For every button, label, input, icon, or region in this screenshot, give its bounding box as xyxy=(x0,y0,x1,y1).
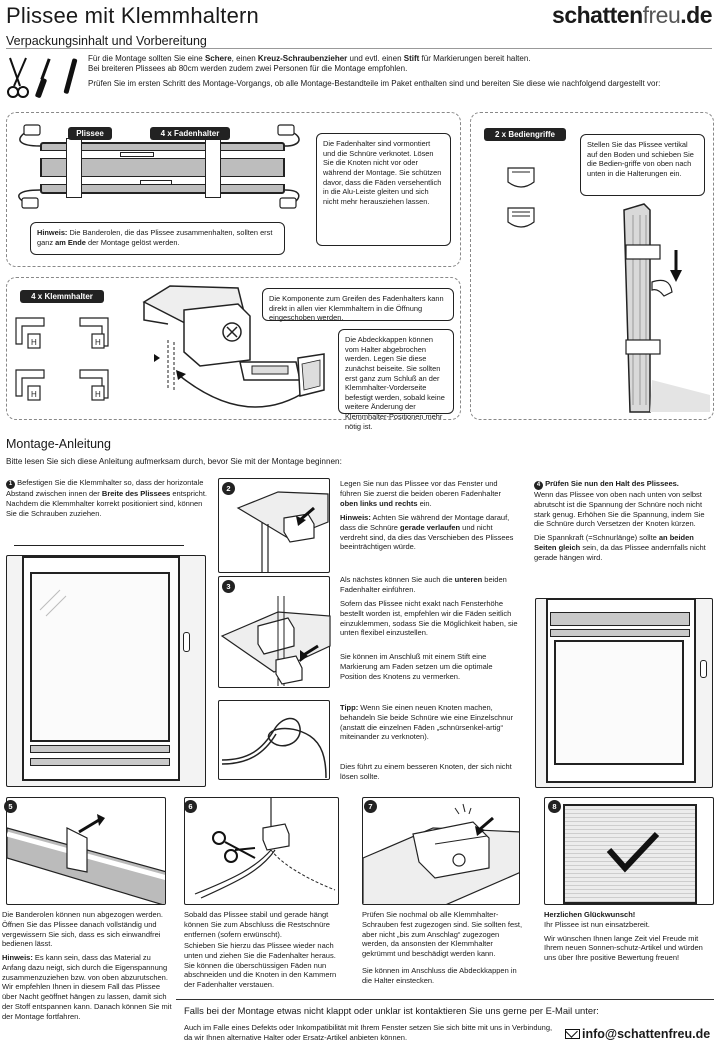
checkmark-icon xyxy=(606,831,660,873)
step-6-image xyxy=(184,797,339,905)
montage-heading: Montage-Anleitung xyxy=(6,437,111,451)
step-5-image xyxy=(6,797,166,905)
window-handle-icon xyxy=(700,660,707,678)
tools-icon xyxy=(7,57,78,98)
step-7-text-2: Sie können im Anschluss die Abdeckkappen… xyxy=(362,966,517,985)
parts-panel-plissee xyxy=(6,112,461,267)
mail-icon xyxy=(565,1025,580,1039)
label-plissee: Plissee xyxy=(68,127,112,140)
klemmhalter-icons: H H H H xyxy=(15,317,109,401)
bediengriff-icon xyxy=(507,167,535,228)
step-5-hint: Hinweis: Es kann sein, dass das Material… xyxy=(2,953,172,1021)
prep-heading: Verpackungsinhalt und Vorbereitung xyxy=(6,34,207,48)
label-klemmhalter: 4 x Klemmhalter xyxy=(20,290,104,303)
plissee-vertical-illustration xyxy=(623,203,710,413)
scissors-icon xyxy=(212,831,256,863)
page-title: Plissee mit Klemmhaltern xyxy=(6,3,259,28)
parts-panel-klemmhalter xyxy=(6,277,461,420)
step-5-illustration xyxy=(7,814,165,904)
prep-text: Für die Montage sollten Sie eine Schere,… xyxy=(88,54,661,88)
step-1-text: 1 Befestigen Sie die Klemmhalter so, das… xyxy=(6,478,207,518)
step-6-text-2: Schieben Sie hierzu das Plissee wieder n… xyxy=(184,941,337,989)
step-3-text-3: Sie können im Anschluß mit einem Stift e… xyxy=(340,652,493,681)
step-8-image xyxy=(544,797,714,905)
footer-text: Auch im Falle eines Defekts oder Inkompa… xyxy=(184,1023,553,1042)
window-handle-icon xyxy=(183,632,190,652)
klemm-note-2: Die Abdeckkappen können vom Halter abgeb… xyxy=(338,329,454,431)
step-3-text-2: Sofern das Plissee nicht exakt nach Fens… xyxy=(340,599,518,638)
contact-email-link[interactable]: info@schattenfreu.de xyxy=(565,1025,710,1043)
step-7-image xyxy=(362,797,520,905)
step-3-illustration xyxy=(220,596,331,686)
montage-intro: Bitte lesen Sie sich diese Anleitung auf… xyxy=(6,457,342,466)
label-bediengriffe: 2 x Bediengriffe xyxy=(484,128,566,141)
step-2-text: Legen Sie nun das Plissee vor das Fenste… xyxy=(340,479,501,508)
footer-headline: Falls bei der Montage etwas nicht klappt… xyxy=(184,1005,599,1016)
svg-text:H: H xyxy=(31,338,37,347)
banderole-hint: Hinweis: Die Banderolen, die das Plissee… xyxy=(30,222,285,255)
brand-logo: schattenfreu.de xyxy=(552,2,712,28)
footer-divider xyxy=(176,999,714,1000)
svg-text:H: H xyxy=(95,390,101,399)
step-2-hint: Hinweis: Achten Sie während der Montage … xyxy=(340,513,514,552)
step-7-illustration xyxy=(363,803,519,904)
step-8-text: Herzlichen Glückwunsch!Ihr Plissee ist n… xyxy=(544,910,703,962)
step-3-text-1: Als nächstes können Sie auch die unteren… xyxy=(340,575,507,594)
step-7-text-1: Prüfen Sie nochmal ob alle Klemmhalter-S… xyxy=(362,910,523,958)
knot-illustration xyxy=(221,717,327,779)
parts-panel-bediengriffe xyxy=(470,112,714,420)
step-5-text: Die Banderolen können nun abgezogen werd… xyxy=(2,910,163,949)
abdeckkappe-icon xyxy=(297,353,325,397)
step-6-text-1: Sobald das Plissee stabil und gerade hän… xyxy=(184,910,330,939)
tip-text-2: Dies führt zu einem besseren Knoten, der… xyxy=(340,762,512,781)
glass-reflection-icon xyxy=(39,589,67,617)
step-4-text: 4 Prüfen Sie nun den Halt des Plissees.W… xyxy=(534,479,706,562)
fadenhalter-cords xyxy=(18,124,300,209)
svg-text:H: H xyxy=(31,390,37,399)
label-fadenhalter: 4 x Fadenhalter xyxy=(150,127,230,140)
svg-text:H: H xyxy=(95,338,101,347)
tip-text: Tipp: Wenn Sie einen neuen Knoten machen… xyxy=(340,703,514,742)
tip-image xyxy=(218,700,330,780)
klemmhalter-detail-illustration xyxy=(142,285,309,408)
bediengriffe-note: Stellen Sie das Plissee vertikal auf den… xyxy=(580,134,705,196)
step-6-illustration xyxy=(194,798,336,899)
fadenhalter-note: Die Fadenhalter sind vormontiert und die… xyxy=(316,133,451,246)
divider xyxy=(6,48,712,49)
step-2-illustration xyxy=(236,491,329,572)
klemm-note-1: Die Komponente zum Greifen des Fadenhalt… xyxy=(262,288,454,322)
